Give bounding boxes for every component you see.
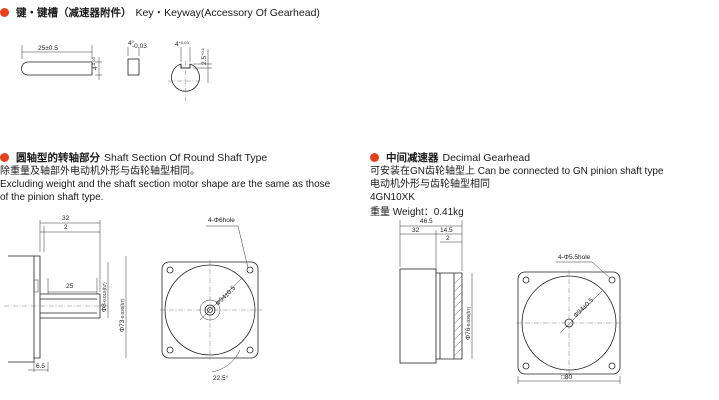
gearhead-dia-label: Φ76-0.030(h7)	[465, 306, 472, 340]
decimal-gearhead-title-en: Decimal Gearhead	[442, 151, 531, 164]
key-width-tol-label: -0.03	[132, 43, 147, 50]
key-section-title-cn: 键・键槽（减速器附件）	[16, 7, 132, 19]
shaft-dia-label: Φ8-0.015(h7)	[101, 282, 108, 312]
pcd-label: Φ94±0.5	[214, 285, 237, 308]
square-size-label: □80	[561, 374, 573, 381]
bullet-icon	[370, 153, 379, 162]
dim-46-5-label: 46.5	[420, 218, 433, 225]
keyway-width-label: 4+0.03	[175, 40, 190, 48]
key-section-title-en: Key・Keyway(Accessory Of Gearhead)	[135, 7, 320, 19]
round-shaft-drawing: 32 2 25 Φ8-0.015(h7) Φ73-0.030(h7) 6.5 4…	[4, 215, 262, 382]
pilot-dia-label: Φ73-0.030(h7)	[119, 298, 126, 332]
dim-14-5-label: 14.5	[440, 227, 453, 234]
decimal-gearhead-desc-2: 电动机外形与齿轮轴型相同	[370, 179, 490, 190]
dim-25-label: 25	[66, 283, 74, 290]
decimal-gearhead-model: 4GN10XK	[370, 192, 416, 203]
key-length-label: 25±0.5	[38, 45, 58, 52]
key-width-label: 40	[128, 39, 135, 47]
round-shaft-desc-en-1: Excluding weight and the shaft section m…	[0, 179, 331, 190]
round-shaft-header: 圆轴型的转轴部分 Shaft Section Of Round Shaft Ty…	[0, 150, 267, 165]
decimal-gearhead-title-cn: 中间减速器	[386, 152, 439, 164]
bullet-icon	[0, 153, 9, 162]
dim-32-label: 32	[62, 215, 70, 222]
round-shaft-desc-en-2: of the pinion shaft type.	[0, 192, 104, 203]
dim-6-5-label: 6.5	[36, 363, 45, 370]
round-shaft-desc-cn: 除重量及轴部外电动机外形与齿轮轴型相同。	[0, 166, 200, 177]
bullet-icon	[0, 8, 9, 17]
holes-label: 4-Φ6hole	[208, 217, 235, 224]
dim-32-label: 32	[412, 227, 420, 234]
round-shaft-title-cn: 圆轴型的转轴部分	[16, 152, 100, 164]
decimal-gearhead-weight: 重量 Weight：0.41kg	[370, 207, 464, 218]
key-section-header: 键・键槽（减速器附件） Key・Keyway(Accessory Of Gear…	[0, 5, 320, 20]
decimal-gearhead-desc-1: 可安装在GN齿轮轴型上 Can be connected to GN pinio…	[370, 166, 664, 177]
round-shaft-title-en: Shaft Section Of Round Shaft Type	[104, 151, 268, 164]
key-keyway-drawing: 25±0.5 4-0.03 40 -0.03 4+0.03 2.5+0.1	[21, 39, 212, 101]
gearhead-pcd-label: Φ94±0.5	[572, 297, 595, 320]
key-height-label: 4-0.03	[91, 56, 99, 70]
gearhead-holes-label: 4-Φ5.5hole	[558, 254, 591, 261]
decimal-gearhead-header: 中间减速器 Decimal Gearhead	[370, 150, 530, 165]
dim-2-label: 2	[446, 235, 450, 242]
decimal-gearhead-drawing: 46.5 32 14.5 2 Φ76-0.030(h7) 4-Φ5.5hole …	[399, 218, 622, 384]
dim-2-label: 2	[64, 224, 68, 231]
keyway-depth-label: 2.5+0.1	[200, 47, 208, 65]
angle-label: 22.5°	[213, 374, 229, 382]
